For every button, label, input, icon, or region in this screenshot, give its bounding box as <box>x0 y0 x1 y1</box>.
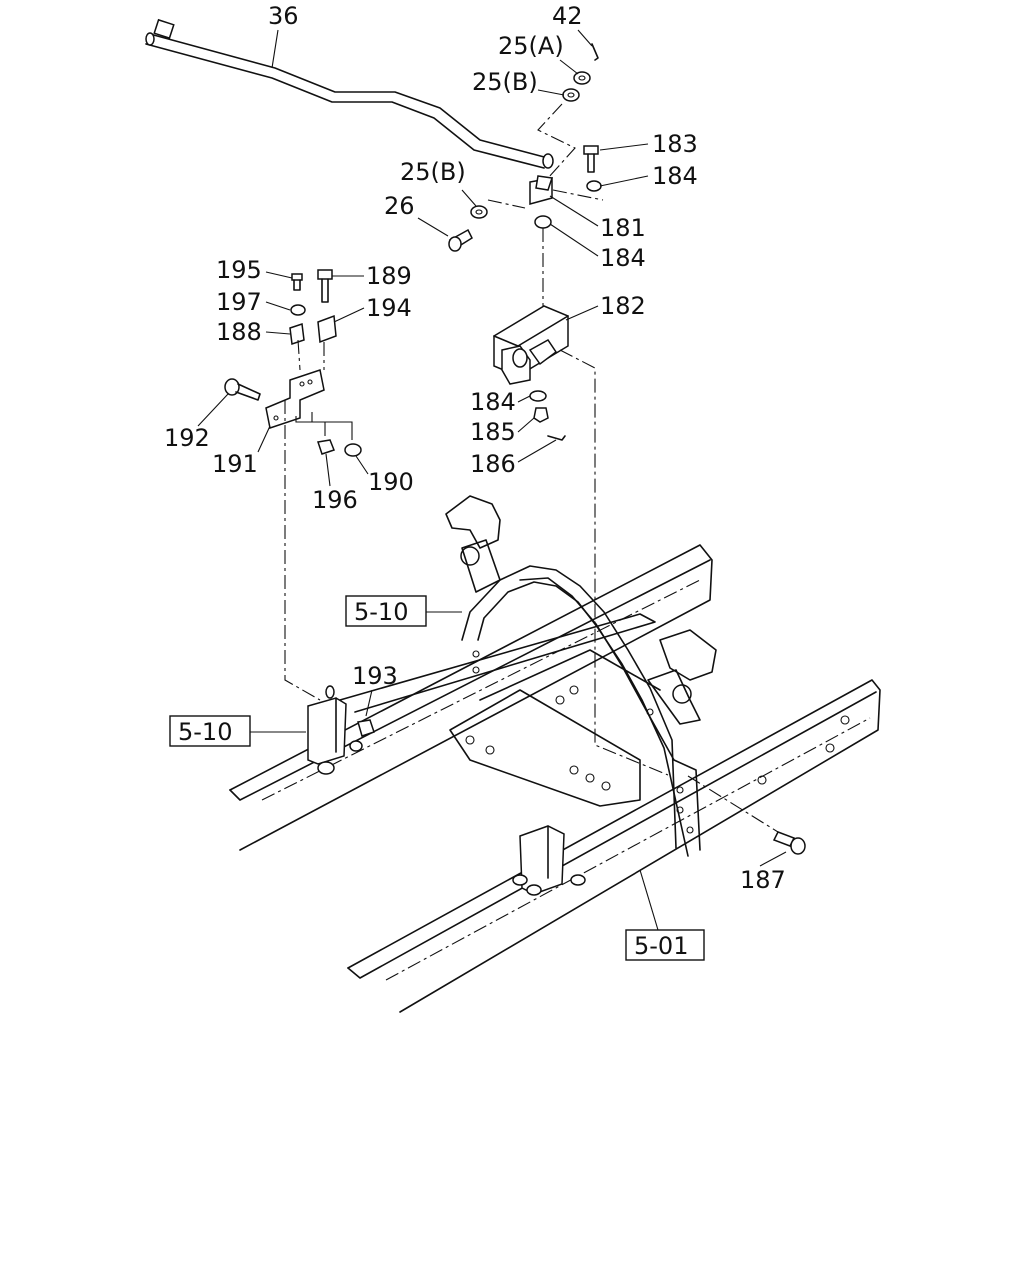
stabilizer-bar <box>145 18 554 169</box>
label-25b-top: 25(B) <box>472 68 538 96</box>
bracket-182 <box>493 305 669 776</box>
ref-510-lower-text: 5-10 <box>178 718 232 746</box>
label-194: 194 <box>366 294 412 322</box>
label-42: 42 <box>552 2 583 30</box>
chassis-frame <box>229 495 881 1013</box>
label-195: 195 <box>216 256 262 284</box>
left-bracket-group <box>224 269 362 701</box>
label-196: 196 <box>312 486 358 514</box>
label-192: 192 <box>164 424 210 452</box>
label-197: 197 <box>216 288 262 316</box>
label-26: 26 <box>384 192 415 220</box>
label-187: 187 <box>740 866 786 894</box>
label-25a: 25(A) <box>498 32 564 60</box>
label-181: 181 <box>600 214 646 242</box>
label-182: 182 <box>600 292 646 320</box>
ref-box-501 <box>625 929 705 961</box>
ref-box-510-lower <box>169 715 251 747</box>
label-189: 189 <box>366 262 412 290</box>
label-36: 36 <box>268 2 299 30</box>
leader-lines <box>197 29 787 931</box>
label-184-a: 184 <box>652 162 698 190</box>
label-186: 186 <box>470 450 516 478</box>
label-184-c: 184 <box>470 388 516 416</box>
label-25b-mid: 25(B) <box>400 158 466 186</box>
label-184-b: 184 <box>600 244 646 272</box>
label-190: 190 <box>368 468 414 496</box>
ref-510-upper-text: 5-10 <box>354 598 408 626</box>
label-193: 193 <box>352 662 398 690</box>
label-185: 185 <box>470 418 516 446</box>
label-188: 188 <box>216 318 262 346</box>
label-183: 183 <box>652 130 698 158</box>
part-labels: 36 42 25(A) 25(B) 183 184 25(B) 26 181 1… <box>164 2 786 894</box>
ref-box-510-upper <box>345 595 427 627</box>
label-191: 191 <box>212 450 258 478</box>
ref-501-text: 5-01 <box>634 932 688 960</box>
reference-boxes: 5-10 5-10 5-01 <box>169 595 705 961</box>
